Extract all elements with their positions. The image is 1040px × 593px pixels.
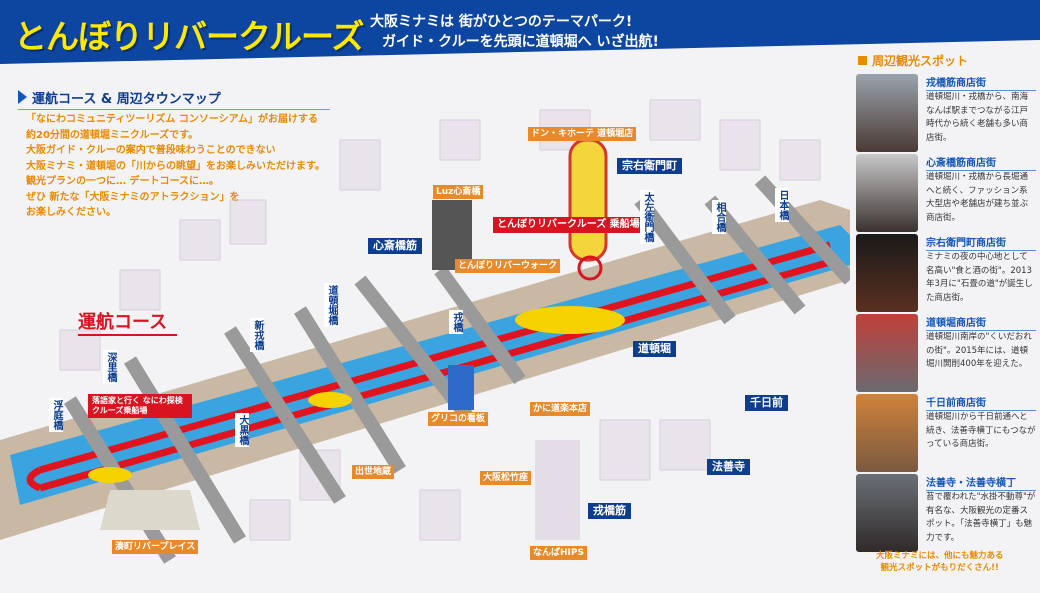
sightseeing-sidebar: 周辺観光スポット 戎橋筋商店街道頓堀川・戎橋から、南海なんば駅までつながる江戸時… bbox=[850, 48, 1040, 593]
label-soemoncho[interactable]: 宗右衛門町 bbox=[617, 158, 682, 174]
spot-photo bbox=[856, 74, 918, 152]
course-label: 運航コース bbox=[78, 308, 178, 336]
intro-line: 「なにわコミュニティツーリズム コンソーシアム」がお届けする bbox=[26, 114, 318, 125]
pier-marker bbox=[577, 255, 603, 281]
town-map bbox=[0, 99, 850, 564]
spot-name: 宗右衛門町商店街 bbox=[926, 234, 1036, 251]
spot-name: 道頓堀商店街 bbox=[926, 314, 1036, 331]
spot-name: 千日前商店街 bbox=[926, 394, 1036, 411]
intro-line: 観光プランの一つに… デートコースに…。 bbox=[26, 176, 219, 187]
spot-card[interactable]: 宗右衛門町商店街ミナミの夜の中心地として名高い"食と酒の街"。2013年3月に"… bbox=[856, 234, 1040, 312]
spot-card[interactable]: 戎橋筋商店街道頓堀川・戎橋から、南海なんば駅までつながる江戸時代から続く老舗も多… bbox=[856, 74, 1040, 152]
boat bbox=[88, 467, 132, 483]
label-hozenji[interactable]: 法善寺 bbox=[707, 459, 750, 475]
label-naniwa-pier[interactable]: 落語家と行く なにわ探検クルーズ乗船場 bbox=[88, 394, 192, 418]
don-quijote-ferris-wheel bbox=[568, 138, 608, 262]
bridge-fukaribashi[interactable]: 深里橋 bbox=[103, 350, 117, 384]
intro-line: 大阪ミナミ・道頓堀の「川からの眺望」をお楽しみいただけます。 bbox=[26, 160, 325, 172]
logo: とんぼりリバークルーズ bbox=[14, 17, 364, 56]
intro-text: 「なにわコミュニティツーリズム コンソーシアム」がお届けする約20分間の道頓堀ミ… bbox=[26, 112, 325, 221]
spot-name: 戎橋筋商店街 bbox=[926, 74, 1036, 91]
label-riverwalk[interactable]: とんぼりリバーウォーク bbox=[455, 259, 561, 273]
label-don-quijote[interactable]: ドン・キホーテ 道頓堀店 bbox=[528, 127, 637, 141]
tagline-line: 大阪ミナミは 街がひとつのテーマパーク! bbox=[370, 14, 633, 30]
intro-line: 大阪ガイド・クルーの案内で普段味わうことのできない bbox=[26, 145, 276, 156]
footer-line: 大阪ミナミには、他にも魅力ある bbox=[876, 551, 1004, 561]
spot-desc: ミナミの夜の中心地として名高い"食と酒の街"。2013年3月に"石畳の道"が誕生… bbox=[926, 252, 1033, 303]
luz-building bbox=[432, 200, 472, 270]
label-kani-doraku[interactable]: かに道楽本店 bbox=[530, 402, 591, 416]
section-title-text: 運航コース & 周辺タウンマップ bbox=[32, 92, 221, 107]
bridge-ukiniwabashi[interactable]: 浮庭橋 bbox=[49, 398, 63, 432]
spot-name: 法善寺・法善寺横丁 bbox=[926, 474, 1036, 491]
label-shinsaibashisuji[interactable]: 心斎橋筋 bbox=[368, 238, 422, 254]
spot-name: 心斎橋筋商店街 bbox=[926, 154, 1036, 171]
tagline: 大阪ミナミは 街がひとつのテーマパーク! ガイド・クルーを先頭に道頓堀へ いざ出… bbox=[370, 12, 659, 52]
square-icon bbox=[858, 56, 867, 65]
label-sennichimae[interactable]: 千日前 bbox=[745, 395, 788, 411]
spot-desc: 道頓堀川・戎橋から、南海なんば駅までつながる江戸時代から続く老舗も多い商店街。 bbox=[926, 92, 1029, 143]
spot-photo bbox=[856, 234, 918, 312]
spot-photo bbox=[856, 474, 918, 552]
spot-desc: 道頓堀川・戎橋から長堀通へと続く、ファッション系大型店や老舗店が建ち並ぶ商店街。 bbox=[926, 172, 1029, 223]
label-luz[interactable]: Luz心斎橋 bbox=[433, 185, 484, 199]
intro-line: ぜひ 新たな「大阪ミナミのアトラクション」を bbox=[26, 191, 240, 203]
spot-photo bbox=[856, 154, 918, 232]
bridge-ebisubashi[interactable]: 戎橋 bbox=[449, 310, 463, 334]
label-minatomachi[interactable]: 湊町リバープレイス bbox=[112, 540, 199, 554]
spot-card[interactable]: 法善寺・法善寺横丁苔で覆われた"水掛不動尊"が有名な、大阪観光の定番スポット。「… bbox=[856, 474, 1040, 552]
sidebar-title-text: 周辺観光スポット bbox=[872, 54, 969, 68]
label-shusse-jizo[interactable]: 出世地蔵 bbox=[352, 465, 395, 479]
sidebar-footer: 大阪ミナミには、他にも魅力ある観光スポットがもりだくさん!! bbox=[876, 550, 1004, 574]
spot-photo bbox=[856, 314, 918, 392]
spot-card[interactable]: 千日前商店街道頓堀川から千日前通へと続き、法善寺横丁にもつながっている商店街。 bbox=[856, 394, 1040, 472]
glico-sign bbox=[448, 365, 474, 410]
spot-card[interactable]: 心斎橋筋商店街道頓堀川・戎橋から長堀通へと続く、ファッション系大型店や老舗店が建… bbox=[856, 154, 1040, 232]
spot-desc: 苔で覆われた"水掛不動尊"が有名な、大阪観光の定番スポット。「法善寺横丁」も魅力… bbox=[926, 492, 1036, 543]
minatomachi-tower bbox=[100, 490, 200, 530]
label-shochikuza[interactable]: 大阪松竹座 bbox=[480, 471, 532, 485]
bridge-tazaemonbashi[interactable]: 太左衛門橋 bbox=[640, 190, 654, 244]
bridge-dotonboribashi[interactable]: 道頓堀橋 bbox=[324, 283, 338, 327]
intro-line: 約20分間の道頓堀ミニクルーズです。 bbox=[26, 129, 199, 141]
label-ebisubashisuji[interactable]: 戎橋筋 bbox=[588, 503, 631, 519]
sidebar-title: 周辺観光スポット bbox=[858, 52, 968, 69]
tagline-line: ガイド・クルーを先頭に道頓堀へ いざ出航! bbox=[382, 34, 659, 50]
section-title: 運航コース & 周辺タウンマップ bbox=[18, 88, 330, 110]
bridge-nipponbashi[interactable]: 日本橋 bbox=[775, 188, 789, 222]
spot-desc: 道頓堀川南岸の"くいだおれの街"。2015年には、道頓堀川開削400年を迎えた。 bbox=[926, 332, 1032, 369]
intro-line: お楽しみください。 bbox=[26, 207, 116, 218]
boat bbox=[308, 392, 352, 408]
cruise-boat bbox=[515, 306, 625, 334]
bridge-daikokubashi[interactable]: 大黒橋 bbox=[235, 413, 249, 447]
spot-card[interactable]: 道頓堀商店街道頓堀川南岸の"くいだおれの街"。2015年には、道頓堀川開削400… bbox=[856, 314, 1040, 392]
bridge-shinebisubashi[interactable]: 新戎橋 bbox=[250, 318, 264, 352]
label-tonbori-pier[interactable]: とんぼりリバークルーズ 乗船場 bbox=[493, 217, 644, 233]
header-banner: とんぼりリバークルーズ 大阪ミナミは 街がひとつのテーマパーク! ガイド・クルー… bbox=[0, 0, 1040, 64]
namba-hips bbox=[535, 440, 580, 540]
triangle-icon bbox=[18, 90, 27, 104]
label-namba-hips[interactable]: なんばHIPS bbox=[530, 546, 587, 560]
label-dotonbori[interactable]: 道頓堀 bbox=[633, 341, 676, 357]
bridge-aioibashi[interactable]: 相合橋 bbox=[712, 200, 726, 234]
footer-line: 観光スポットがもりだくさん!! bbox=[880, 563, 999, 573]
spot-desc: 道頓堀川から千日前通へと続き、法善寺横丁にもつながっている商店街。 bbox=[926, 412, 1036, 449]
spot-photo bbox=[856, 394, 918, 472]
label-glico[interactable]: グリコの看板 bbox=[428, 412, 489, 426]
